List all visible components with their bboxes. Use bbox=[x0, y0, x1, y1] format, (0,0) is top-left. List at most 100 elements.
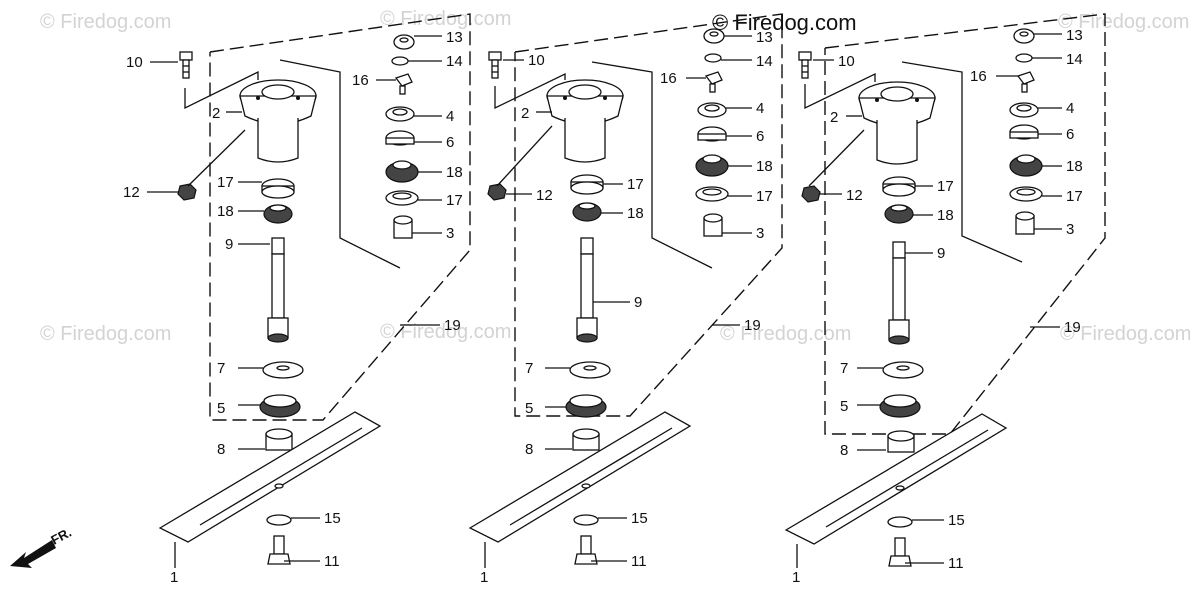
part-labels: 10 2 12 17 18 9 7 5 8 15 11 1 13 14 16 4… bbox=[480, 29, 773, 586]
guide-line bbox=[184, 70, 259, 110]
part-spacer-8 bbox=[265, 428, 293, 451]
callout-14: 14 bbox=[1066, 51, 1083, 68]
callout-2: 2 bbox=[521, 105, 529, 122]
callout-18b: 18 bbox=[1066, 158, 1083, 175]
watermark-faint: © Firedog.com bbox=[380, 8, 511, 30]
part-bolt-10 bbox=[798, 51, 812, 79]
blade-assembly-1: 10 2 12 17 18 9 7 5 8 15 11 1 13 14 16 4… bbox=[123, 13, 471, 586]
part-bearing-race-17b bbox=[695, 186, 729, 202]
part-bearing-race-17b bbox=[385, 190, 419, 206]
part-nut-13 bbox=[393, 34, 415, 50]
part-bearing-18b bbox=[385, 160, 419, 183]
callout-17b: 17 bbox=[756, 188, 773, 205]
part-nut-12 bbox=[487, 183, 507, 201]
part-bearing-race-17 bbox=[570, 174, 604, 195]
part-spacer-8 bbox=[572, 428, 600, 451]
faint-watermarks: © Firedog.com © Firedog.com © Firedog.co… bbox=[40, 8, 1191, 345]
part-bolt-10 bbox=[488, 51, 502, 79]
part-spindle-housing-2 bbox=[546, 79, 624, 163]
part-collar-3 bbox=[393, 215, 413, 239]
callout-4: 4 bbox=[446, 108, 454, 125]
callout-16: 16 bbox=[970, 68, 987, 85]
callout-14: 14 bbox=[756, 53, 773, 70]
guide-line bbox=[279, 59, 401, 269]
callout-4: 4 bbox=[756, 100, 764, 117]
part-washer-14 bbox=[704, 53, 722, 63]
callout-19: 19 bbox=[1064, 319, 1081, 336]
callout-4: 4 bbox=[1066, 100, 1074, 117]
part-spindle-housing-2 bbox=[239, 79, 317, 163]
watermark-faint: © Firedog.com bbox=[40, 323, 171, 345]
leader-lines bbox=[796, 33, 1062, 568]
assembly-boundary bbox=[209, 13, 471, 421]
callout-19: 19 bbox=[744, 317, 761, 334]
part-seal-4 bbox=[1009, 102, 1039, 118]
callout-8: 8 bbox=[840, 442, 848, 459]
part-washer-15 bbox=[266, 514, 292, 526]
callout-13: 13 bbox=[1066, 27, 1083, 44]
callout-1: 1 bbox=[170, 569, 178, 586]
part-bolt-11 bbox=[267, 535, 291, 565]
part-bearing-race-17 bbox=[882, 176, 916, 197]
part-bearing-18 bbox=[884, 204, 914, 224]
part-grease-fitting-16 bbox=[704, 71, 723, 93]
front-arrow-icon bbox=[10, 540, 56, 568]
callout-17: 17 bbox=[217, 174, 234, 191]
callout-12: 12 bbox=[846, 187, 863, 204]
callout-18b: 18 bbox=[446, 164, 463, 181]
front-direction-indicator: FR. bbox=[10, 525, 74, 568]
part-washer-14 bbox=[1015, 53, 1033, 63]
callout-17b: 17 bbox=[446, 192, 463, 209]
callout-18: 18 bbox=[627, 205, 644, 222]
part-grease-fitting-16 bbox=[1016, 71, 1035, 93]
part-pulley-5 bbox=[879, 394, 921, 418]
callout-10: 10 bbox=[838, 53, 855, 70]
part-bearing-18b bbox=[695, 154, 729, 177]
guide-line bbox=[804, 72, 876, 110]
callout-15: 15 bbox=[948, 512, 965, 529]
assembly-boundary bbox=[824, 13, 1106, 435]
callout-3: 3 bbox=[446, 225, 454, 242]
guide-line bbox=[591, 61, 713, 269]
leader-lines bbox=[147, 35, 442, 568]
part-bushing-6 bbox=[697, 126, 727, 142]
part-bolt-11 bbox=[574, 535, 598, 565]
callout-6: 6 bbox=[446, 134, 454, 151]
callout-7: 7 bbox=[840, 360, 848, 377]
part-collar-3 bbox=[1015, 211, 1035, 235]
callout-18b: 18 bbox=[756, 158, 773, 175]
part-spindle-housing-2 bbox=[858, 81, 936, 165]
watermark-main: © Firedog.com bbox=[712, 10, 857, 35]
callout-16: 16 bbox=[352, 72, 369, 89]
guide-line bbox=[901, 61, 1023, 263]
part-pulley-5 bbox=[259, 394, 301, 418]
callout-18: 18 bbox=[217, 203, 234, 220]
part-spacer-8 bbox=[887, 430, 915, 453]
callout-9: 9 bbox=[634, 294, 642, 311]
part-bushing-6 bbox=[1009, 124, 1039, 140]
part-nut-13 bbox=[1013, 28, 1035, 44]
callout-7: 7 bbox=[217, 360, 225, 377]
part-spindle-shaft-9 bbox=[888, 241, 910, 345]
part-spindle-shaft-9 bbox=[267, 237, 289, 343]
callout-3: 3 bbox=[756, 225, 764, 242]
callout-9: 9 bbox=[225, 236, 233, 253]
callout-8: 8 bbox=[525, 441, 533, 458]
callout-1: 1 bbox=[792, 569, 800, 586]
part-nut-12 bbox=[177, 183, 197, 201]
callout-17: 17 bbox=[627, 176, 644, 193]
guide-line bbox=[494, 72, 566, 110]
callout-11: 11 bbox=[948, 555, 964, 572]
callout-18: 18 bbox=[937, 207, 954, 224]
part-blade-1 bbox=[784, 413, 1008, 545]
callout-9: 9 bbox=[937, 245, 945, 262]
watermark-faint: © Firedog.com bbox=[720, 323, 851, 345]
part-nut-13 bbox=[703, 28, 725, 44]
part-pulley-5 bbox=[565, 394, 607, 418]
callout-5: 5 bbox=[840, 398, 848, 415]
callout-7: 7 bbox=[525, 360, 533, 377]
callout-8: 8 bbox=[217, 441, 225, 458]
part-washer-15 bbox=[573, 514, 599, 526]
part-washer-7 bbox=[569, 361, 611, 379]
